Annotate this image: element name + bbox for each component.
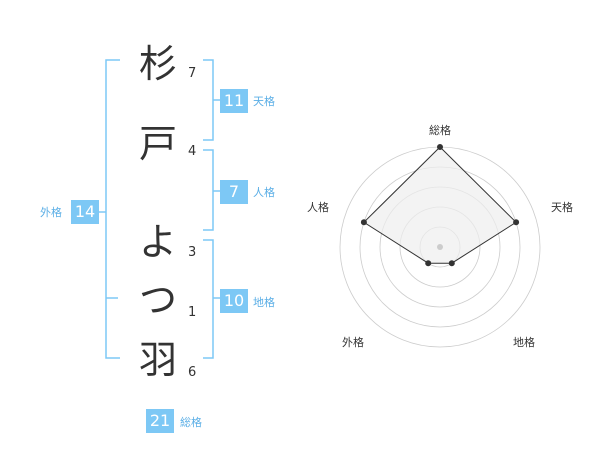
stroke-count-1: 7 <box>188 66 197 81</box>
radar-point-1 <box>513 219 520 226</box>
name-char-5: 羽 <box>138 338 177 382</box>
name-char-3: よ <box>138 220 177 264</box>
radar-point-4 <box>360 219 367 226</box>
soukaku-label: 総格 <box>180 416 202 429</box>
stroke-count-5: 6 <box>188 365 197 380</box>
jin-bracket <box>203 149 214 231</box>
radar-point-0 <box>437 144 443 150</box>
jinkaku-value: 7 <box>220 180 248 204</box>
radar-axis-label-tenkaku: 天格 <box>551 200 573 214</box>
name-char-2: 戸 <box>138 122 177 166</box>
radar-axis-label-chikaku: 地格 <box>513 335 535 349</box>
outer-bracket <box>105 59 120 359</box>
stroke-count-2: 4 <box>188 144 197 159</box>
name-char-4: つ <box>138 278 177 322</box>
soukaku-value: 21 <box>146 409 174 433</box>
radar-point-3 <box>425 260 432 267</box>
stroke-count-3: 3 <box>188 245 197 260</box>
radar-axis-label-soukaku: 総格 <box>429 123 451 137</box>
radar-axis-label-jinkaku: 人格 <box>307 200 329 214</box>
gaikaku-value: 14 <box>71 200 99 224</box>
tenkaku-label: 天格 <box>253 95 275 108</box>
radar-polygon <box>363 146 517 264</box>
name-char-1: 杉 <box>138 42 177 86</box>
chi-bracket <box>203 239 214 359</box>
gaikaku-label: 外格 <box>40 206 62 219</box>
radar-points <box>360 144 520 267</box>
jinkaku-label: 人格 <box>253 186 275 199</box>
tenkaku-value: 11 <box>220 89 248 113</box>
radar-axis-label-gaikaku: 外格 <box>342 335 364 349</box>
chikaku-label: 地格 <box>253 296 275 309</box>
chikaku-value: 10 <box>220 289 248 313</box>
radar-center-dot <box>437 244 443 250</box>
stroke-count-4: 1 <box>188 305 197 320</box>
radar-point-2 <box>448 260 455 267</box>
